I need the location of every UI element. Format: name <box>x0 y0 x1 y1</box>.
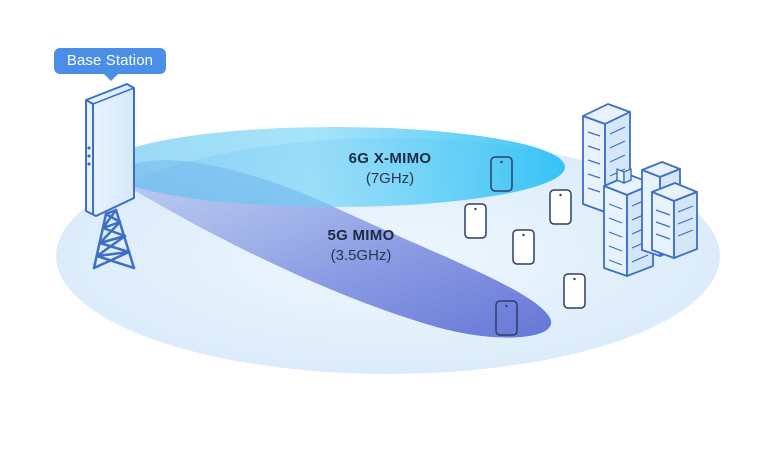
building-right <box>641 161 698 259</box>
beam-6g-name: 6G X-MIMO <box>348 150 432 167</box>
beam-6g-xmimo <box>105 127 565 207</box>
beam-6g-frequency: (7GHz) <box>365 170 415 187</box>
phone-icon <box>464 203 487 239</box>
beam-5g-label: 5G MIMO (3.5GHz) <box>291 226 431 266</box>
phone-icon <box>549 189 572 225</box>
building-tall <box>582 103 631 213</box>
base-station-label: Base Station <box>54 48 166 81</box>
beam-5g-mimo <box>117 160 552 338</box>
tower-icon <box>92 208 136 270</box>
phone-icon <box>495 300 518 336</box>
base-station-antenna <box>85 83 135 217</box>
phone-icon <box>563 273 586 309</box>
beam-5g-name: 5G MIMO <box>327 227 395 244</box>
beam-5g-frequency: (3.5GHz) <box>330 247 392 264</box>
phone-icon <box>512 229 535 265</box>
beam-6g-label: 6G X-MIMO (7GHz) <box>320 149 460 189</box>
phone-icon <box>490 156 513 192</box>
city-buildings <box>582 103 698 277</box>
